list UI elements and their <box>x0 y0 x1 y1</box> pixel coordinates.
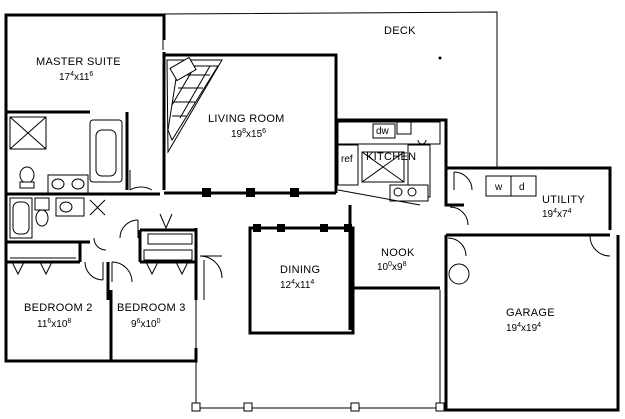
svg-text:GARAGE: GARAGE <box>506 307 555 319</box>
svg-text:96x100: 96x100 <box>131 318 161 330</box>
kitchen-label: KITCHEN <box>366 151 416 163</box>
dining-posts <box>253 224 352 232</box>
dining-label: DINING 124x114 <box>280 264 320 291</box>
svg-text:UTILITY: UTILITY <box>542 194 585 206</box>
svg-text:DINING: DINING <box>280 264 320 276</box>
nook-label: NOOK 100x98 <box>377 247 415 273</box>
svg-text:LIVING ROOM: LIVING ROOM <box>208 113 285 125</box>
deck-label: DECK <box>384 25 416 37</box>
hall-doors <box>93 213 173 251</box>
svg-text:BEDROOM 3: BEDROOM 3 <box>117 302 186 314</box>
bedroom2-closet <box>10 257 104 281</box>
bedroom2-label: BEDROOM 2 116x108 <box>24 302 93 330</box>
kitchen-fixtures <box>337 121 441 206</box>
svg-text:194x194: 194x194 <box>506 322 541 334</box>
svg-text:100x98: 100x98 <box>377 261 407 273</box>
svg-text:198x156: 198x156 <box>231 128 266 140</box>
exterior-walls <box>4 13 620 412</box>
dining-walls <box>248 226 355 335</box>
living-room-label: LIVING ROOM 198x156 <box>208 113 285 140</box>
hall-bath <box>6 197 106 244</box>
svg-text:BEDROOM 2: BEDROOM 2 <box>24 302 93 314</box>
bedroom3-closet <box>111 233 193 283</box>
garage-fixtures <box>447 237 470 285</box>
living-room-posts <box>202 188 299 197</box>
master-suite-label: MASTER SUITE 174x116 <box>36 56 121 83</box>
svg-text:174x116: 174x116 <box>59 71 93 83</box>
svg-text:MASTER SUITE: MASTER SUITE <box>36 56 121 68</box>
bedroom3-label: BEDROOM 3 96x100 <box>117 302 186 330</box>
master-bath <box>6 110 160 196</box>
svg-text:124x114: 124x114 <box>280 279 314 291</box>
dryer-label: d <box>519 182 525 193</box>
svg-text:194x74: 194x74 <box>542 208 572 220</box>
garage-label: GARAGE 194x194 <box>506 307 555 334</box>
porch <box>191 255 445 412</box>
utility-fixtures <box>449 171 611 257</box>
svg-text:116x108: 116x108 <box>37 318 71 330</box>
dishwasher-label: dw <box>376 126 390 137</box>
svg-text:NOOK: NOOK <box>381 247 415 259</box>
refrigerator-label: ref <box>341 154 353 165</box>
washer-label: w <box>494 182 503 193</box>
utility-label: UTILITY 194x74 <box>542 194 585 220</box>
fireplace <box>166 56 223 154</box>
